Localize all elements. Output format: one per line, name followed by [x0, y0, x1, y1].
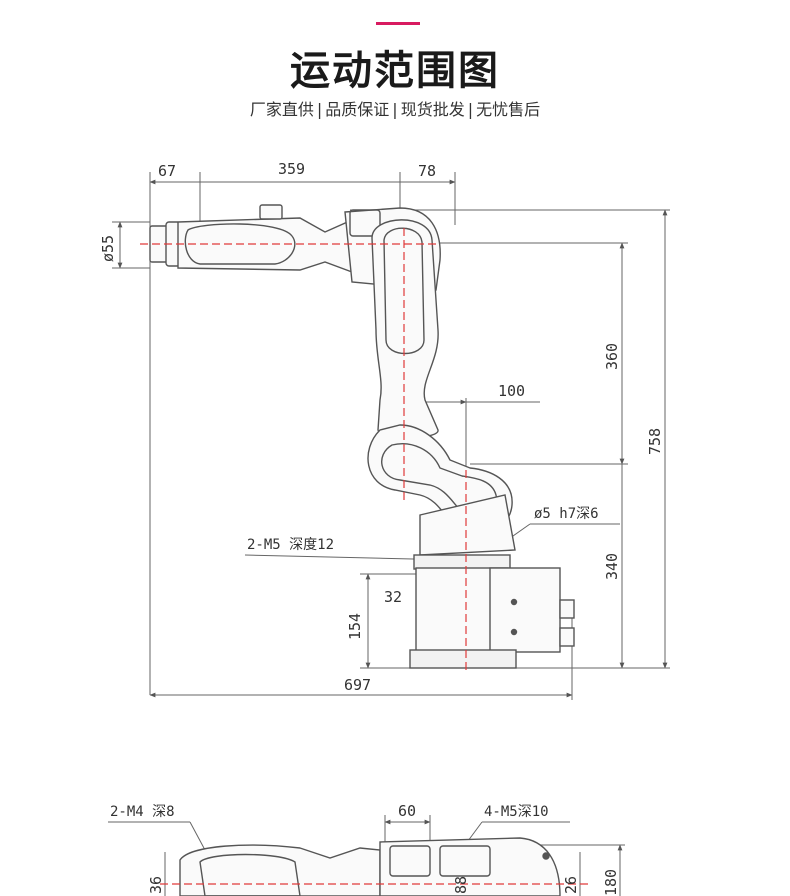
dim-758-label: 758: [646, 428, 664, 455]
feature-separator: |: [392, 100, 398, 119]
feature-list: 厂家直供|品质保证|现货批发|无忧售后: [0, 96, 790, 120]
feature-item: 现货批发: [400, 100, 465, 119]
robot-arm-top-view: [179, 837, 561, 896]
dim-32-label: 32: [384, 588, 402, 606]
dim-m4-label: 2-M4 深8: [110, 804, 175, 820]
dim-340-label: 340: [603, 553, 621, 580]
feature-item: 品质保证: [325, 100, 390, 119]
feature-item: 厂家直供: [249, 100, 314, 119]
dim-180-label: 180: [602, 869, 620, 896]
dim-m5-label: 2-M5 深度12: [247, 537, 334, 553]
dim-phi55-label: ø55: [99, 235, 117, 262]
dim-60-label: 60: [398, 802, 416, 820]
dim-36-label: 36: [147, 876, 165, 894]
dim-m5b-label: 4-M5深10: [484, 804, 549, 820]
dim-67-label: 67: [158, 162, 176, 180]
dim-360-label: 360: [603, 343, 621, 370]
dim-100-label: 100: [498, 382, 525, 400]
feature-separator: |: [316, 100, 323, 119]
dim-697-label: 697: [344, 676, 371, 694]
robot-arm-side-view: [149, 204, 575, 669]
dim-26-label: 26: [562, 876, 580, 894]
dim-88-label: 88: [452, 876, 470, 894]
page-title: 运动范围图: [290, 48, 500, 94]
dim-154-label: 154: [346, 613, 364, 640]
side-view-centerlines: [140, 228, 467, 670]
dim-78-label: 78: [418, 162, 436, 180]
dim-phi5-label: ø5 h7深6: [534, 506, 599, 522]
title-accent-bar: [376, 22, 420, 25]
feature-separator: |: [467, 100, 474, 119]
feature-item: 无忧售后: [476, 100, 541, 119]
dim-359-label: 359: [278, 160, 305, 178]
